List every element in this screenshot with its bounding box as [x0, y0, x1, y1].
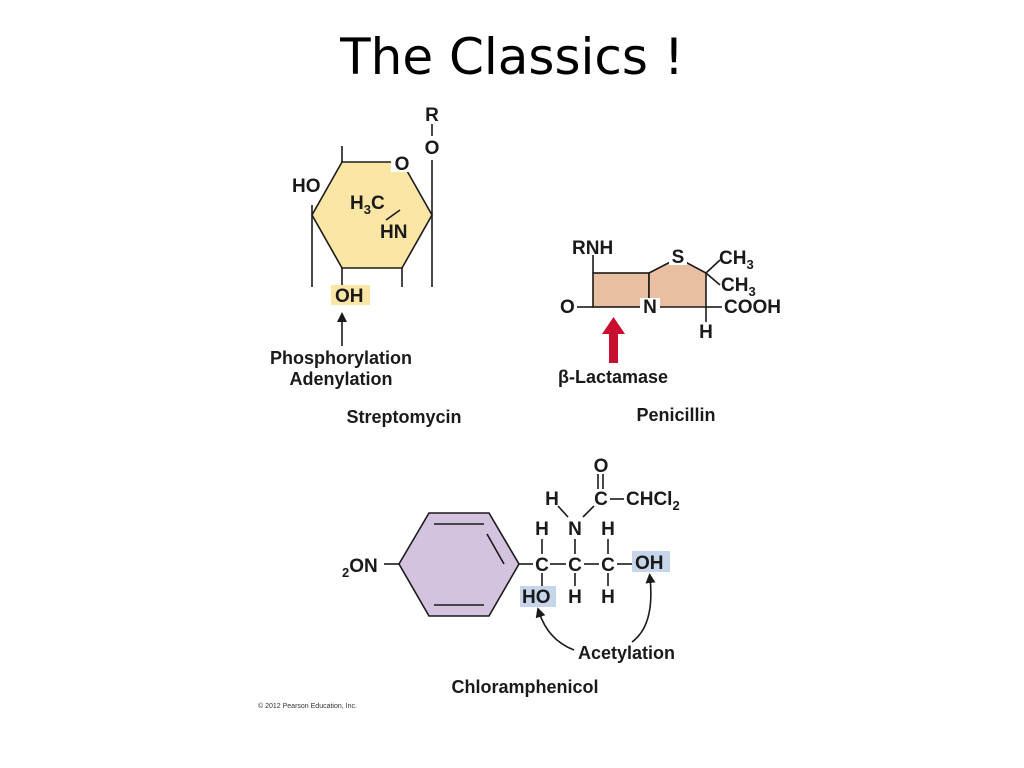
acetylation-arrow-oh [631, 573, 656, 643]
beta-lactamase-arrow [602, 317, 625, 363]
acetylation-label: Acetylation [578, 643, 675, 663]
streptomycin-hn: HN [380, 222, 407, 243]
streptomycin-ring-oxygen: O [395, 154, 410, 175]
chloramphenicol-oh-highlight [632, 551, 670, 572]
chloramphenicol-ho: HO [522, 587, 551, 608]
penicillin-nitrogen: N [643, 297, 657, 318]
chloramphenicol-o2n: 2ON [342, 556, 378, 580]
streptomycin-o-link: O [425, 138, 440, 159]
chloramphenicol-carbonyl-o: O [594, 456, 609, 477]
chloramphenicol-h3: H [568, 587, 582, 608]
chloramphenicol-h1: H [535, 519, 549, 540]
chloramphenicol-h2: H [601, 519, 615, 540]
chloramphenicol-c2: C [568, 555, 582, 576]
penicillin-structure: RNH S CH3 CH3 COOH O N H β-Lactamase Pen… [558, 238, 781, 425]
chloramphenicol-c3: C [601, 555, 615, 576]
penicillin-cooh: COOH [724, 297, 781, 318]
penicillin-sulfur: S [672, 247, 685, 268]
streptomycin-ho: HO [292, 176, 321, 197]
chloramphenicol-structure: 2ON O H C CHCl2 H N H C C C OH HO H H Ac… [342, 456, 680, 697]
penicillin-ch3-a: CH3 [719, 248, 754, 272]
penicillin-label: Penicillin [636, 405, 715, 425]
streptomycin-mod-adenylation: Adenylation [289, 369, 392, 389]
chloramphenicol-amide-h: H [545, 489, 559, 510]
chloramphenicol-carbonyl-c: C [594, 489, 608, 510]
beta-lactamase-label: β-Lactamase [558, 367, 668, 387]
streptomycin-mod-phosphorylation: Phosphorylation [270, 348, 412, 368]
chloramphenicol-label: Chloramphenicol [451, 677, 598, 697]
streptomycin-structure: R O O HO H3C HN OH Phosphorylation Adeny… [270, 105, 462, 427]
chloramphenicol-benzene-ring [398, 512, 520, 617]
chloramphenicol-c1: C [535, 555, 549, 576]
chloramphenicol-ho-highlight [520, 586, 556, 607]
penicillin-carbonyl-o: O [560, 297, 575, 318]
streptomycin-oh: OH [335, 286, 364, 307]
streptomycin-r-group: R [425, 105, 439, 126]
streptomycin-label: Streptomycin [346, 407, 461, 427]
penicillin-hydrogen: H [699, 322, 713, 343]
acetylation-arrow-ho [535, 607, 575, 651]
chloramphenicol-nitrogen: N [568, 519, 582, 540]
chloramphenicol-chcl2: CHCl2 [626, 489, 680, 513]
chloramphenicol-h4: H [601, 587, 615, 608]
penicillin-rnh: RNH [572, 238, 613, 259]
penicillin-ch3-b: CH3 [721, 275, 756, 299]
streptomycin-h3c: H3C [350, 193, 385, 217]
copyright-notice: © 2012 Pearson Education, Inc. [258, 702, 357, 710]
chloramphenicol-oh: OH [635, 553, 664, 574]
streptomycin-ring [311, 161, 433, 269]
slide-title: The Classics ! [340, 28, 684, 86]
streptomycin-oh-highlight [331, 285, 370, 305]
